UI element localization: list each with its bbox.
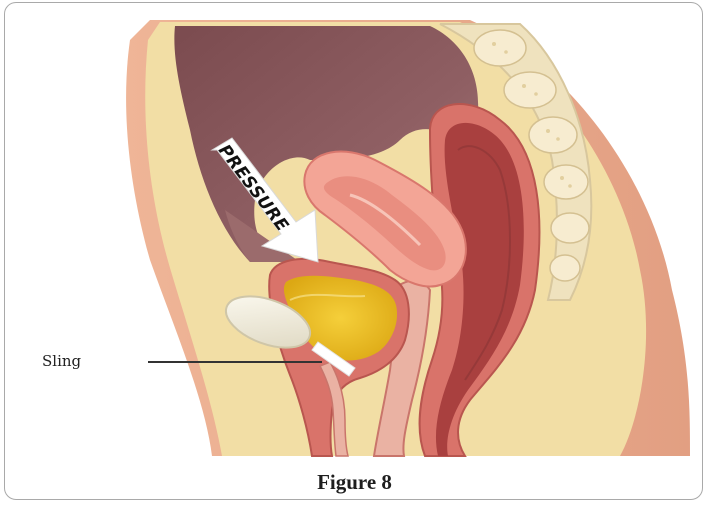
figure-caption: Figure 8: [0, 470, 709, 495]
sling-label: Sling: [42, 352, 81, 370]
